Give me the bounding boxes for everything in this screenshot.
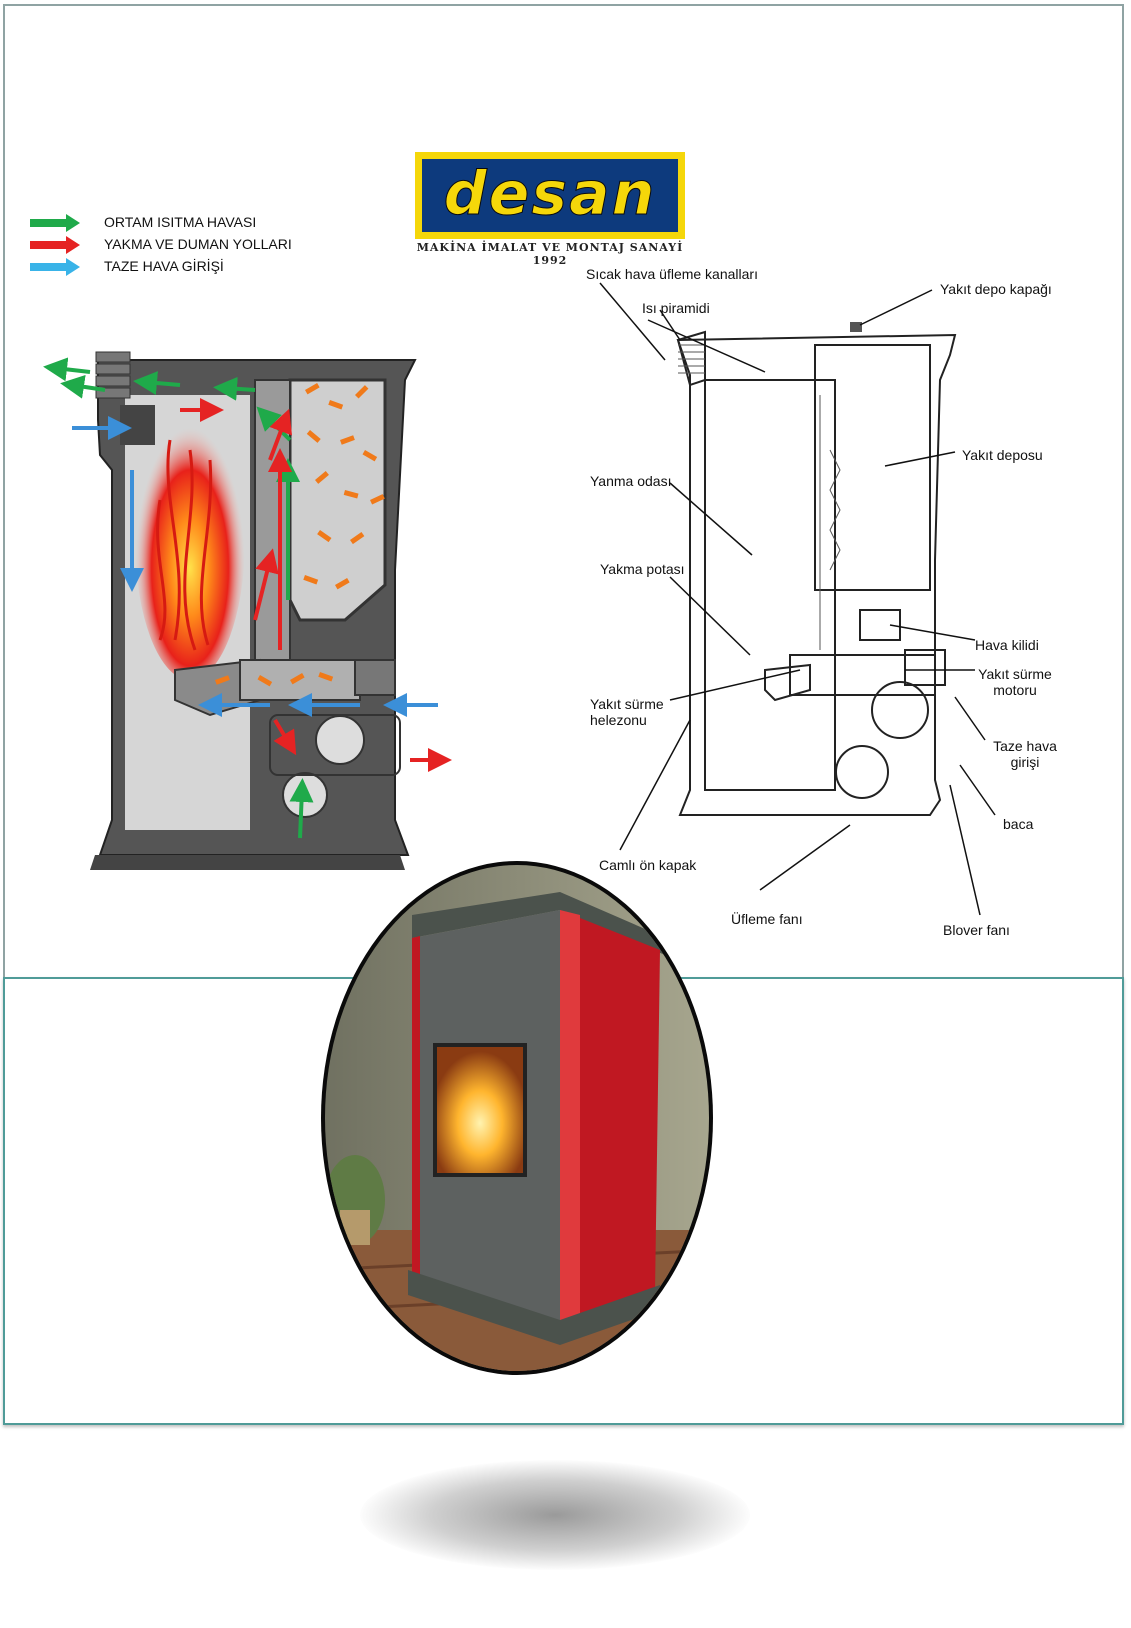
label-combustion-chamber: Yanma odası <box>590 473 672 489</box>
logo-brand-text: desan <box>443 159 657 230</box>
logo-background: desan <box>422 159 678 232</box>
label-line: girişi <box>1010 754 1040 770</box>
label-blower-fan: Üfleme fanı <box>731 911 803 927</box>
label-line: Taze hava <box>993 738 1057 754</box>
label-line: Yakıt sürme <box>590 696 664 712</box>
label-glass-front-door: Camlı ön kapak <box>599 857 697 873</box>
label-fresh-air-inlet: Taze hava girişi <box>985 738 1065 770</box>
legend-fresh-air: TAZE HAVA GİRİŞİ <box>30 256 330 278</box>
label-chimney: baca <box>1003 816 1034 832</box>
label-fuel-tank-lid: Yakıt depo kapağı <box>940 281 1052 297</box>
drop-shadow <box>360 1460 750 1570</box>
label-line: Yakıt sürme <box>978 666 1052 682</box>
label-air-lock: Hava kilidi <box>975 637 1039 653</box>
blue-arrow-icon <box>30 258 80 276</box>
label-blover-fan: Blover fanı <box>943 922 1010 938</box>
legend-heating-air: ORTAM ISITMA HAVASI <box>30 212 330 234</box>
legend-label: TAZE HAVA GİRİŞİ <box>104 258 224 274</box>
cutaway-flow-diagram <box>43 351 452 870</box>
desan-logo: desan MAKİNA İMALAT VE MONTAJ SANAYİ 199… <box>415 152 685 267</box>
label-line: motoru <box>993 682 1037 698</box>
label-heat-pyramid: Isı piramidi <box>642 300 710 316</box>
legend-label: ORTAM ISITMA HAVASI <box>104 214 257 230</box>
label-fuel-feed-motor: Yakıt sürme motoru <box>970 666 1060 698</box>
label-line: helezonu <box>590 712 647 728</box>
label-fuel-auger: Yakıt sürme helezonu <box>590 696 664 728</box>
legend-combustion: YAKMA VE DUMAN YOLLARI <box>30 234 330 256</box>
label-fuel-tank: Yakıt deposu <box>962 447 1043 463</box>
stove-photo <box>321 861 713 1375</box>
green-arrow-icon <box>30 214 80 232</box>
legend-label: YAKMA VE DUMAN YOLLARI <box>104 236 292 252</box>
logo-frame: desan <box>415 152 685 239</box>
red-arrow-icon <box>30 236 80 254</box>
logo-subtitle: MAKİNA İMALAT VE MONTAJ SANAYİ 1992 <box>416 241 684 267</box>
technical-line-drawing <box>676 322 957 816</box>
label-burner-pot: Yakma potası <box>600 561 685 577</box>
label-hot-air-channels: Sıcak hava üfleme kanalları <box>586 266 758 282</box>
